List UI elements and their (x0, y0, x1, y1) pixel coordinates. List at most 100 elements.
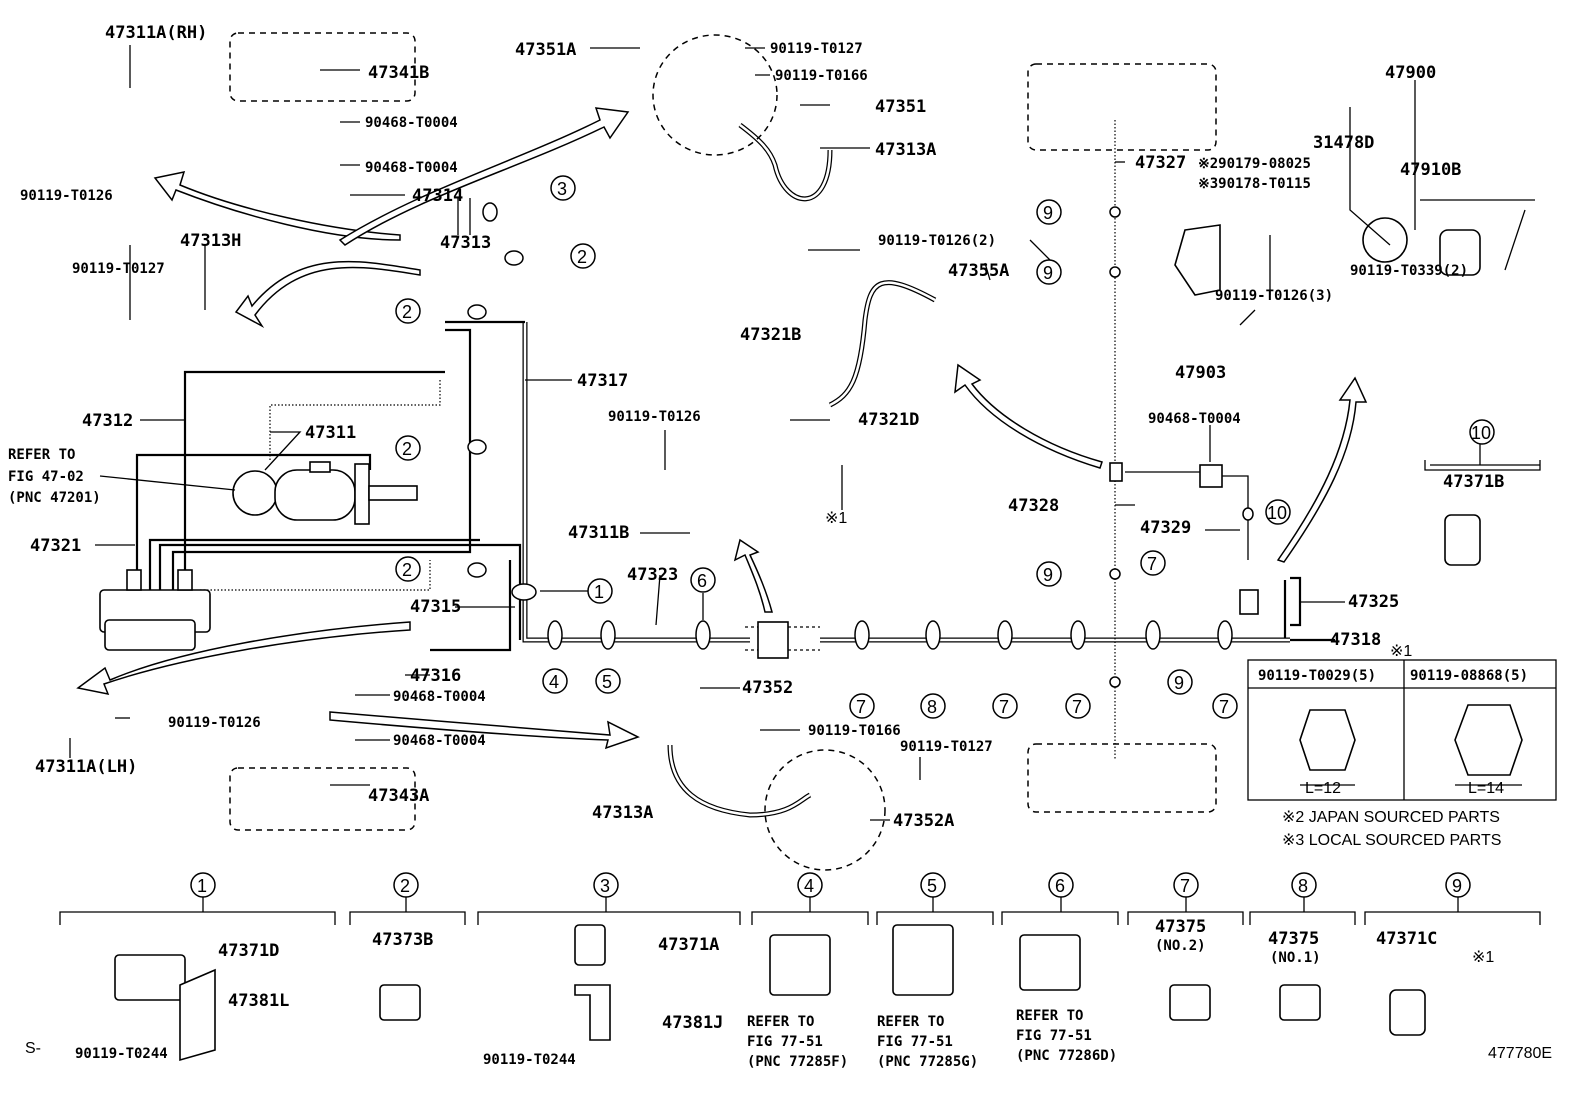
label-g4-fig: FIG 77-51 (747, 1034, 823, 1050)
label-47343A: 47343A (368, 786, 429, 806)
label-47355A: 47355A (948, 261, 1009, 281)
label-g6-refer: REFER TO (1016, 1008, 1083, 1024)
label-90119-T0244-a: 90119-T0244 (75, 1046, 168, 1062)
label-g5-fig: FIG 77-51 (877, 1034, 953, 1050)
dashed-box-top-right (1027, 63, 1217, 151)
label-47375-no2: 47375 (1155, 917, 1206, 937)
label-47352A: 47352A (893, 811, 954, 831)
label-90119-T0127-a: 90119-T0127 (72, 261, 165, 277)
brake-hose-47321B (828, 280, 937, 408)
label-bolt-90119-T0029: 90119-T0029(5) (1258, 668, 1376, 684)
label-47352: 47352 (742, 678, 793, 698)
label-no2: (NO.2) (1155, 938, 1206, 954)
callout-4-a: 4 (549, 672, 559, 692)
label-length-12: L=12 (1305, 780, 1341, 797)
callout-group-3: 3 (600, 876, 610, 896)
label-47371C: 47371C (1376, 929, 1437, 949)
label-47371A: 47371A (658, 935, 719, 955)
label-47315: 47315 (410, 597, 461, 617)
dashed-box-bottom-left (229, 767, 416, 831)
callout-6-a: 6 (697, 571, 707, 591)
label-47317: 47317 (577, 371, 628, 391)
label-47351: 47351 (875, 97, 926, 117)
label-90178-T0115: ※390178-T0115 (1198, 176, 1311, 192)
label-47311B: 47311B (568, 523, 629, 543)
label-47381L: 47381L (228, 991, 289, 1011)
label-local-sourced: ※3 LOCAL SOURCED PARTS (1282, 832, 1501, 849)
label-47375-no1: 47375 (1268, 929, 1319, 949)
callout-9-b: 9 (1043, 263, 1053, 283)
label-47311A-lh: 47311A(LH) (35, 757, 137, 777)
callout-2-c: 2 (402, 439, 412, 459)
callout-7-d: 7 (1147, 554, 1157, 574)
label-90119-T0166-b: 90119-T0166 (808, 723, 901, 739)
direction-arrows (76, 107, 1368, 750)
label-bolt-90119-08868: 90119-08868(5) (1410, 668, 1528, 684)
callout-2-d: 2 (402, 560, 412, 580)
label-90119-T0126-b: 90119-T0126 (168, 715, 261, 731)
label-fig-47-02: FIG 47-02 (8, 469, 84, 485)
callout-7-c: 7 (1072, 697, 1082, 717)
callout-group-2: 2 (400, 876, 410, 896)
pipe-network-left (135, 320, 1335, 652)
callout-group-4: 4 (804, 876, 814, 896)
label-figure-code: 477780E (1488, 1045, 1552, 1062)
callout-circles: 3 2 2 2 2 1 6 4 5 7 8 7 7 7 7 9 9 9 9 10… (190, 175, 1495, 898)
label-90119-T0166-a: 90119-T0166 (775, 68, 868, 84)
label-g4-refer: REFER TO (747, 1014, 814, 1030)
label-90179-08025: ※290179-08025 (1198, 156, 1311, 172)
label-47321: 47321 (30, 536, 81, 556)
label-90468-T0004-2: 90468-T0004 (365, 160, 458, 176)
callout-9-d: 9 (1174, 673, 1184, 693)
label-g4-pnc: (PNC 77285F) (747, 1054, 848, 1070)
label-kome1-b: ※1 (1390, 643, 1412, 660)
bottom-part-sketches (114, 514, 1481, 1062)
label-japan-sourced: ※2 JAPAN SOURCED PARTS (1282, 809, 1500, 826)
master-cylinder (232, 461, 418, 525)
label-47371D: 47371D (218, 941, 279, 961)
height-control-sensor (1174, 199, 1535, 296)
callout-2-a: 2 (577, 247, 587, 267)
label-47321B: 47321B (740, 325, 801, 345)
label-90119-T0244-b: 90119-T0244 (483, 1052, 576, 1068)
label-90119-T0339-2: 90119-T0339(2) (1350, 263, 1468, 279)
label-g6-fig: FIG 77-51 (1016, 1028, 1092, 1044)
callout-9-a: 9 (1043, 203, 1053, 223)
callout-group-7: 7 (1180, 876, 1190, 896)
label-47910B: 47910B (1400, 160, 1461, 180)
callout-group-8: 8 (1298, 876, 1308, 896)
label-47312: 47312 (82, 411, 133, 431)
label-47313: 47313 (440, 233, 491, 253)
label-g5-pnc: (PNC 77285G) (877, 1054, 978, 1070)
label-90119-T0126-3: 90119-T0126(3) (1215, 288, 1333, 304)
label-47373B: 47373B (372, 930, 433, 950)
dashed-box-bottom-right (1027, 743, 1217, 813)
label-refer-to-a: REFER TO (8, 447, 75, 463)
label-47316: 47316 (410, 666, 461, 686)
label-90468-T0004-5: 90468-T0004 (1148, 411, 1241, 427)
label-47341B: 47341B (368, 63, 429, 83)
label-90119-T0126-2: 90119-T0126(2) (878, 233, 996, 249)
label-no1: (NO.1) (1270, 950, 1321, 966)
label-47323: 47323 (627, 565, 678, 585)
callout-3-a: 3 (557, 179, 567, 199)
label-90119-T0127-c: 90119-T0127 (900, 739, 993, 755)
label-47381J: 47381J (662, 1013, 723, 1033)
label-47327: 47327 (1135, 153, 1186, 173)
callout-9-c: 9 (1043, 565, 1053, 585)
abs-actuator (99, 569, 211, 651)
label-g5-refer: REFER TO (877, 1014, 944, 1030)
label-90119-T0126-c: 90119-T0126 (608, 409, 701, 425)
callout-group-brackets (59, 460, 1541, 925)
callout-7-a: 7 (856, 697, 866, 717)
leader-lines (69, 45, 1540, 821)
junction-block (757, 621, 789, 659)
label-47311A-rh: 47311A(RH) (105, 23, 207, 43)
label-47900: 47900 (1385, 63, 1436, 83)
label-47311: 47311 (305, 423, 356, 443)
label-90468-T0004-3: 90468-T0004 (393, 689, 486, 705)
label-g6-pnc: (PNC 77286D) (1016, 1048, 1117, 1064)
callout-7-b: 7 (999, 697, 1009, 717)
callout-10-a: 10 (1267, 503, 1287, 523)
